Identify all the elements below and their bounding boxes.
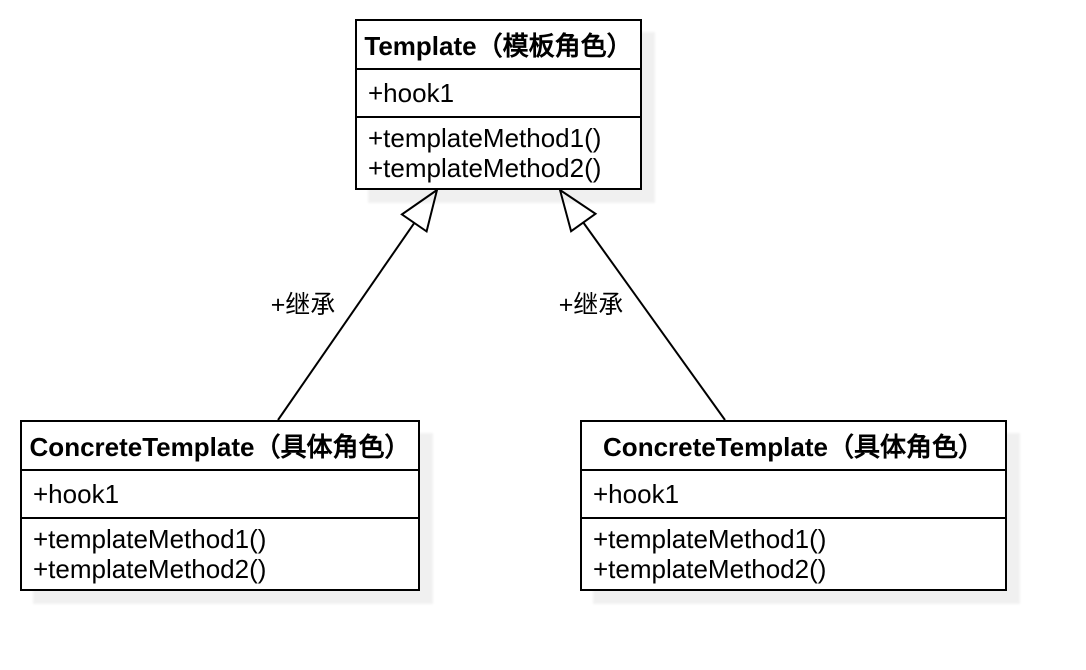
class-title: ConcreteTemplate（具体角色） bbox=[582, 422, 1005, 471]
method-item: +templateMethod1() bbox=[593, 524, 827, 554]
class-title: ConcreteTemplate（具体角色） bbox=[22, 422, 418, 471]
attribute-item: +hook1 bbox=[593, 478, 680, 509]
inheritance-arrowhead-left bbox=[400, 187, 439, 234]
class-attributes: +hook1 bbox=[357, 70, 640, 118]
class-attributes: +hook1 bbox=[582, 471, 1005, 519]
inheritance-edge-label-right: +继承 bbox=[558, 291, 624, 319]
method-item: +templateMethod1() bbox=[368, 123, 602, 153]
class-box-concrete-template-left: ConcreteTemplate（具体角色） +hook1 +templateM… bbox=[20, 420, 420, 591]
class-title: Template（模板角色） bbox=[357, 21, 640, 70]
class-methods: +templateMethod1() +templateMethod2() bbox=[22, 519, 418, 589]
inheritance-edge-left-line bbox=[277, 222, 416, 421]
method-item: +templateMethod2() bbox=[593, 554, 827, 584]
method-item: +templateMethod2() bbox=[33, 554, 267, 584]
attribute-item: +hook1 bbox=[368, 77, 455, 108]
method-item: +templateMethod1() bbox=[33, 524, 267, 554]
class-attributes: +hook1 bbox=[22, 471, 418, 519]
class-methods: +templateMethod1() +templateMethod2() bbox=[357, 118, 640, 188]
class-methods: +templateMethod1() +templateMethod2() bbox=[582, 519, 1005, 589]
inheritance-edge-label-left: +继承 bbox=[270, 291, 336, 319]
method-item: +templateMethod2() bbox=[368, 153, 602, 183]
class-box-concrete-template-right: ConcreteTemplate（具体角色） +hook1 +templateM… bbox=[580, 420, 1007, 591]
inheritance-edge-right-line bbox=[582, 221, 726, 421]
inheritance-arrowhead-right bbox=[558, 187, 598, 233]
attribute-item: +hook1 bbox=[33, 478, 120, 509]
class-box-template: Template（模板角色） +hook1 +templateMethod1()… bbox=[355, 19, 642, 190]
